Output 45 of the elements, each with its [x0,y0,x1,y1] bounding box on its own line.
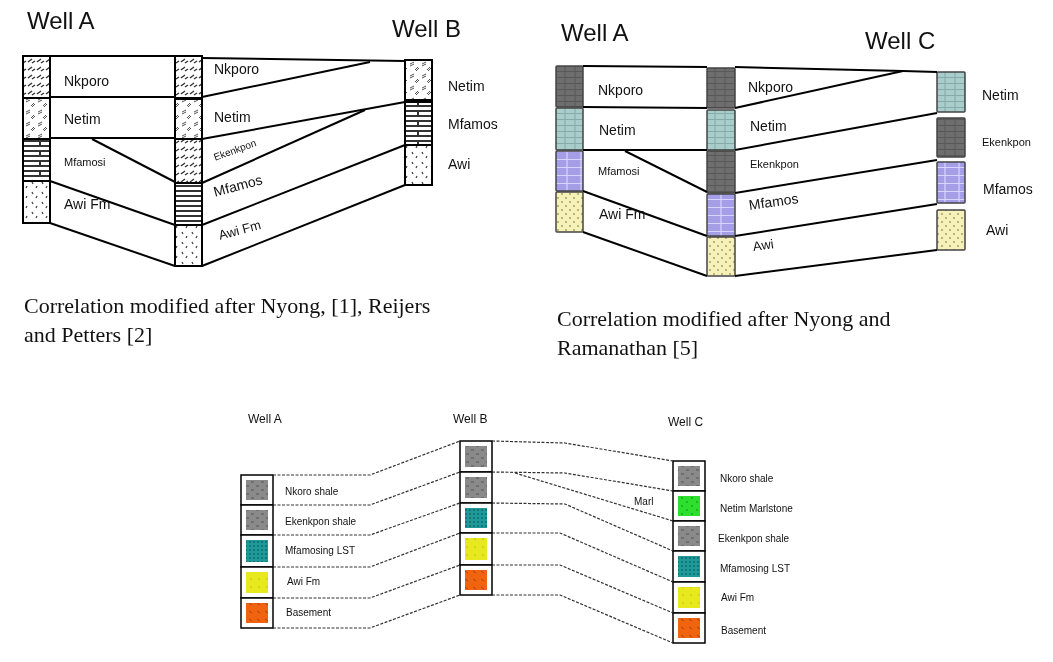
formation-label: Awi Fm [64,197,111,213]
formation-label: Ekenkpon shale [285,516,357,527]
formation-label: Nkoro shale [285,486,339,497]
formation-label: Awi Fm [721,592,755,603]
formation-label: Nkoro shale [720,473,774,484]
well-name: Well B [392,16,461,43]
well-name: Well A [561,20,629,47]
formation-label: Netim [64,112,101,128]
caption: Correlation modified after Nyong and Ramanathan [5] [557,305,892,362]
well-name: Well A [27,8,95,35]
formation-label: Marl [634,496,654,507]
formation-label: Mfamos [747,191,800,214]
formation-label: Netim [982,88,1019,104]
formation-label: Netim [214,110,251,126]
formation-label: Mfamosi [598,165,640,178]
formation-label: Nkporo [214,62,260,78]
well-name: Well C [865,28,936,55]
formation-label: Nkporo [598,83,644,99]
formation-label: Ekenkpon [750,158,799,171]
formation-label: Awi Fm [217,218,263,244]
formation-label: Mfamosi [64,156,106,169]
formation-label: Netim [599,123,636,139]
caption: Correlation modified after Nyong, [1], Reijers and Petters [2] [24,292,432,349]
well-name: Well B [453,413,488,427]
well-name: Well C [668,416,704,430]
formation-label: Netim [750,119,787,135]
formation-label: Ekenkpon shale [718,533,790,544]
formation-label: Awi [752,237,775,255]
formation-label: Netim [448,79,485,95]
formation-label: Basement [721,625,767,636]
formation-label: Awi [448,157,471,173]
formation-label: Nkporo [748,80,794,96]
formation-label: Basement [286,607,332,618]
formation-label: Netim Marlstone [720,503,793,514]
formation-label: Mfamos [983,182,1033,198]
formation-label: Ekenkpon [982,136,1031,149]
formation-label: Awi [986,223,1009,239]
well-name: Well A [248,413,282,427]
formation-label: Mfamosing LST [720,563,791,574]
formation-label: Mfamos [448,117,498,133]
formation-label: Nkporo [64,74,110,90]
formation-label: Awi Fm [599,207,646,223]
formation-label: Mfamosing LST [285,545,356,556]
formation-label: Awi Fm [287,576,321,587]
formation-label: Mfamos [212,172,265,201]
